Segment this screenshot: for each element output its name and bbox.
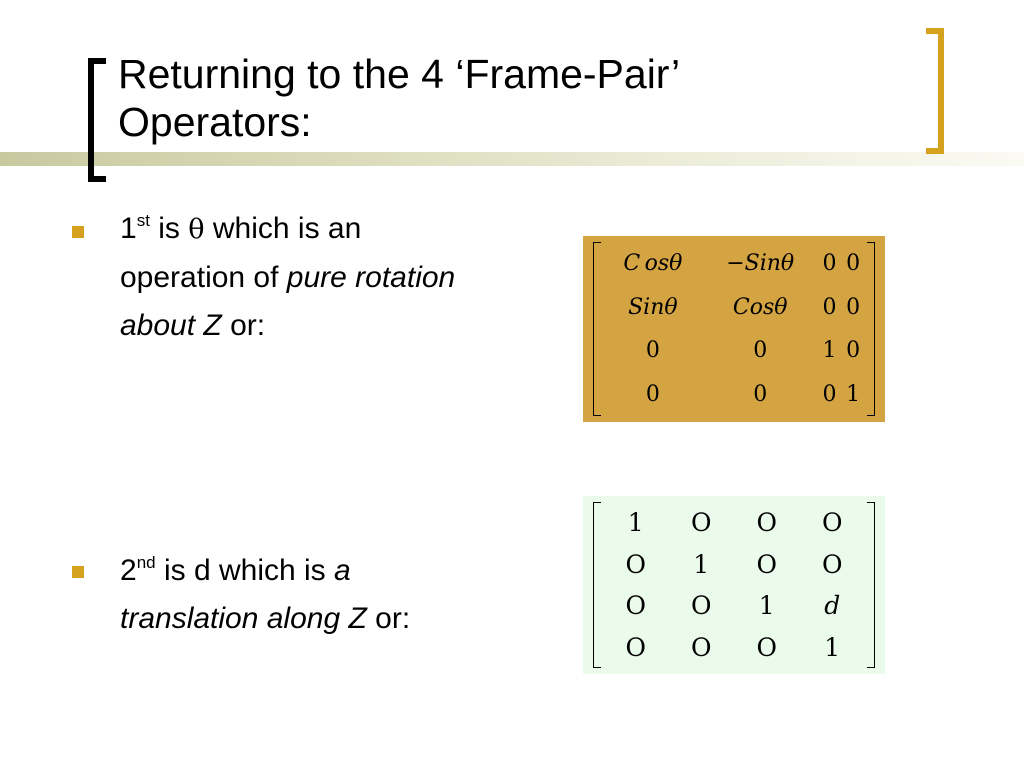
- translation-matrix: 1 O O O O 1 O O O O 1 d O O O 1: [583, 496, 885, 674]
- bullet-2-italic: a translation along Z: [120, 554, 367, 635]
- matrix-cell: O: [756, 632, 778, 662]
- bullet-marker-1: [72, 226, 84, 238]
- matrix-cell: 0: [753, 338, 768, 364]
- matrix-row: Sinθ Cosθ 0 0: [603, 286, 865, 330]
- matrix-row: 0 0 0 1: [603, 373, 865, 417]
- matrix-cell: 1: [627, 508, 644, 538]
- rotation-matrix-table: C osθ −Sinθ 0 0 Sinθ Cosθ 0 0 0 0 1 0 0 …: [603, 242, 865, 416]
- bullet-1-suffix: st: [136, 211, 150, 230]
- matrix-cell: 1: [693, 549, 710, 579]
- matrix-cell: 1: [824, 632, 841, 662]
- matrix-cell: 0: [645, 338, 660, 364]
- matrix-cell: 1: [822, 338, 837, 364]
- matrix-cell: Sinθ: [628, 294, 678, 320]
- translation-matrix-brackets: 1 O O O O 1 O O O O 1 d O O O 1: [593, 502, 875, 668]
- slide-title: Returning to the 4 ‘Frame-Pair’ Operator…: [118, 50, 878, 146]
- matrix-cell: 0: [846, 294, 861, 320]
- bullet-2-post: or:: [366, 602, 411, 635]
- title-line-2: Operators:: [118, 99, 312, 145]
- matrix-cell: 1: [846, 381, 861, 407]
- matrix-cell: 0: [822, 381, 837, 407]
- matrix-cell: O: [625, 591, 647, 621]
- matrix-row: O O O 1: [603, 627, 865, 669]
- bullet-marker-2: [72, 566, 84, 578]
- matrix-cell: 0: [753, 381, 768, 407]
- translation-matrix-table: 1 O O O O 1 O O O O 1 d O O O 1: [603, 502, 865, 668]
- matrix-row: 0 0 1 0: [603, 329, 865, 373]
- matrix-cell: O: [625, 632, 647, 662]
- bullet-1-ordinal: 1: [120, 212, 137, 245]
- matrix-cell: O: [691, 508, 712, 538]
- matrix-cell: O: [691, 632, 712, 662]
- matrix-cell: 0: [645, 381, 660, 407]
- bullet-2-suffix: nd: [136, 553, 156, 572]
- matrix-cell: O: [691, 591, 712, 621]
- matrix-cell: 0: [822, 251, 837, 277]
- left-bracket-decoration: [88, 58, 106, 182]
- matrix-cell: 0: [822, 294, 837, 320]
- theta-symbol: θ: [188, 214, 205, 245]
- matrix-cell: −Sinθ: [726, 251, 795, 277]
- matrix-cell: O: [756, 549, 778, 579]
- title-band: [0, 152, 1024, 166]
- matrix-row: O O 1 d: [603, 585, 865, 627]
- matrix-row: 1 O O O: [603, 502, 865, 544]
- rotation-matrix: C osθ −Sinθ 0 0 Sinθ Cosθ 0 0 0 0 1 0 0 …: [583, 236, 885, 422]
- matrix-cell: C osθ: [623, 251, 683, 277]
- bullet-2-ordinal: 2: [120, 554, 137, 587]
- matrix-row: C osθ −Sinθ 0 0: [603, 242, 865, 286]
- title-line-1: Returning to the 4 ‘Frame-Pair’: [118, 51, 681, 97]
- matrix-cell: O: [822, 508, 843, 538]
- rotation-matrix-brackets: C osθ −Sinθ 0 0 Sinθ Cosθ 0 0 0 0 1 0 0 …: [593, 242, 875, 416]
- matrix-cell: O: [625, 549, 647, 579]
- matrix-cell: 0: [846, 338, 861, 364]
- bullet-1-italic: pure rotation about Z: [120, 261, 456, 342]
- matrix-cell: d: [824, 591, 841, 621]
- bullet-text-1: 1st is θ which is an operation of pure r…: [120, 205, 490, 350]
- matrix-cell: O: [822, 549, 843, 579]
- bullet-2-pre: is d which is: [155, 554, 334, 587]
- bullet-1-mid: which is an operation of: [120, 212, 362, 294]
- bullet-text-2: 2nd is d which is a translation along Z …: [120, 547, 490, 643]
- matrix-cell: Cosθ: [732, 294, 788, 320]
- matrix-cell: O: [756, 508, 778, 538]
- matrix-row: O 1 O O: [603, 544, 865, 586]
- right-bracket-decoration: [926, 28, 944, 154]
- bullet-1-pre: is: [149, 212, 189, 245]
- matrix-cell: 1: [758, 591, 775, 621]
- bullet-1-post: or:: [221, 309, 266, 342]
- matrix-cell: 0: [846, 251, 861, 277]
